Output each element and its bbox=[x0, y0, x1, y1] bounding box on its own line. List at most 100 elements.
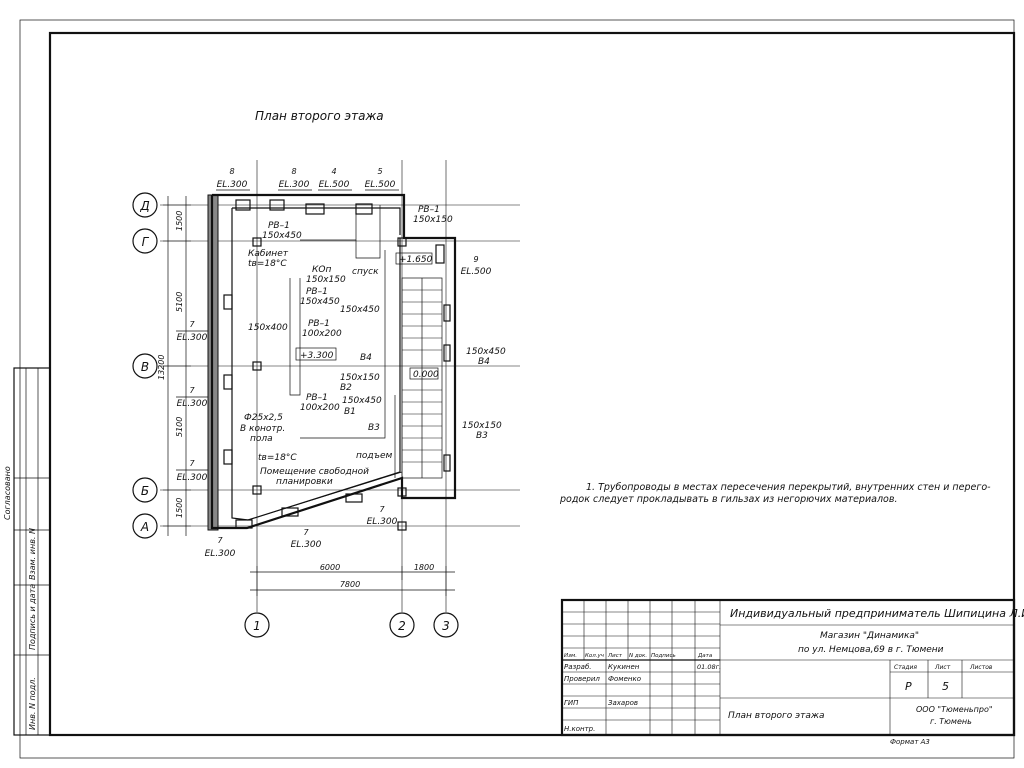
kop-size: 150х150 bbox=[306, 275, 346, 285]
bottom-label-1-num: 7 bbox=[217, 536, 223, 545]
cabinet-label: Кабинет bbox=[248, 249, 289, 259]
row-axis-markers: Д Г В Б А bbox=[132, 192, 158, 539]
building-walls bbox=[207, 193, 457, 531]
tb-col-ndok: N док. bbox=[629, 653, 647, 659]
right-v4-label: В4 bbox=[478, 357, 490, 367]
pipe-label: Ф25х2,5 bbox=[244, 413, 283, 423]
tb-col-kolych: Кол.уч bbox=[585, 653, 605, 659]
dim-left-4: 5100 bbox=[175, 417, 184, 437]
v3-label: В3 bbox=[368, 423, 380, 433]
axis-row-b: Б bbox=[141, 484, 149, 498]
tb-stage: Р bbox=[905, 680, 912, 693]
right-label-num: 9 bbox=[473, 255, 478, 264]
room-name-2: планировки bbox=[276, 477, 333, 487]
tb-object-2: по ул. Немцова,69 в г. Тюмени bbox=[798, 645, 944, 655]
dim-bottom-3: 7800 bbox=[340, 580, 360, 589]
plan-title: План второго этажа bbox=[255, 109, 384, 123]
podpis-data-label: Подпись и дата bbox=[28, 584, 37, 650]
dim-bottom-2: 1800 bbox=[414, 563, 434, 572]
top-label-4-el: EL.500 bbox=[365, 180, 396, 190]
right-label-el: EL.500 bbox=[461, 267, 492, 277]
pv1-a: РВ–1 bbox=[268, 221, 290, 231]
kop-label: КОп bbox=[312, 265, 331, 275]
top-radiator-labels: 8 EL.300 8 EL.300 4 EL.500 5 EL.500 bbox=[216, 167, 399, 191]
right-v4-size: 150х450 bbox=[466, 347, 506, 357]
pv1-b: РВ–1 bbox=[418, 205, 440, 215]
spusk-label: спуск bbox=[352, 267, 379, 277]
pv1-c-size: 150х450 bbox=[300, 297, 340, 307]
top-label-3-num: 4 bbox=[331, 167, 336, 176]
elev-0000: 0.000 bbox=[413, 370, 439, 380]
bottom-label-3-num: 7 bbox=[379, 505, 385, 514]
top-label-4-num: 5 bbox=[377, 167, 382, 176]
left-dimensions: 1500 5100 13200 5100 1500 bbox=[157, 196, 191, 536]
room-name-1: Помещение свободной bbox=[260, 467, 369, 477]
axis-col-3: 3 bbox=[442, 619, 450, 633]
podem-label: подъем bbox=[356, 451, 393, 461]
axis-row-d: Д bbox=[139, 199, 149, 213]
vzam-inv-label: Взам. инв. N bbox=[28, 528, 37, 580]
dim-left-2: 5100 bbox=[175, 292, 184, 312]
pv1-c: РВ–1 bbox=[306, 287, 328, 297]
tb-row4-role: ГИП bbox=[564, 699, 579, 707]
pipe-note-2: пола bbox=[250, 434, 273, 444]
pv1-d: РВ–1 bbox=[308, 319, 330, 329]
size-150x400: 150х400 bbox=[248, 323, 288, 333]
tb-company-1: ООО "Тюменьпро" bbox=[916, 705, 993, 714]
pv1-e: РВ–1 bbox=[306, 393, 328, 403]
axis-col-2: 2 bbox=[398, 619, 406, 633]
inv-podl-label: Инв. N подл. bbox=[28, 677, 37, 730]
axis-row-v: В bbox=[141, 360, 149, 374]
note-line-1: 1. Трубопроводы в местах пересечения пер… bbox=[586, 482, 991, 493]
bottom-label-2-el: EL.300 bbox=[291, 540, 322, 550]
bottom-label-2-num: 7 bbox=[303, 528, 309, 537]
dim-left-5: 1500 bbox=[175, 498, 184, 518]
side-stamp: Согласовано Инв. N подл. Подпись и дата … bbox=[3, 367, 51, 736]
tb-stage-header: Стадия bbox=[894, 664, 917, 671]
v4-label: В4 bbox=[360, 353, 372, 363]
pv1-b-size: 150х150 bbox=[413, 215, 453, 225]
dim-bottom-1: 6000 bbox=[320, 563, 340, 572]
title-block: Индивидуальный предприниматель Шипицина … bbox=[560, 598, 1024, 746]
tb-col-data: Дата bbox=[697, 653, 713, 659]
pv1-d-size: 100х200 bbox=[302, 329, 342, 339]
dim-left-1: 1500 bbox=[175, 211, 184, 231]
top-label-3-el: EL.500 bbox=[319, 180, 350, 190]
tb-col-izm: Изм. bbox=[564, 653, 577, 659]
tb-row1-name: Кукинен bbox=[608, 663, 640, 671]
tb-row2-role: Проверил bbox=[564, 675, 600, 683]
tb-sheets-header: Листов bbox=[969, 664, 993, 671]
tb-row4-name: Захаров bbox=[608, 699, 638, 707]
axis-lines bbox=[160, 160, 520, 612]
v2-label: В2 bbox=[340, 383, 352, 393]
tb-col-list: Лист bbox=[607, 653, 623, 659]
tb-format: Формат А3 bbox=[890, 738, 930, 746]
elev-1650: +1.650 bbox=[399, 255, 433, 265]
tb-row1-date: 01.08г. bbox=[697, 663, 721, 671]
tb-row2-name: Фоменко bbox=[608, 675, 641, 683]
top-label-2-el: EL.300 bbox=[279, 180, 310, 190]
left-label-1-el: EL.300 bbox=[177, 333, 208, 343]
tb-sheet-header: Лист bbox=[934, 664, 951, 671]
tb-sheet: 5 bbox=[942, 680, 949, 693]
pv1-a-size: 150х450 bbox=[262, 231, 302, 241]
right-v3-label: В3 bbox=[476, 431, 488, 441]
tb-sheet-name: План второго этажа bbox=[728, 711, 824, 721]
left-label-2-el: EL.300 bbox=[177, 399, 208, 409]
bottom-dimensions: 6000 1800 7800 bbox=[250, 563, 455, 596]
tb-org: Индивидуальный предприниматель Шипицина … bbox=[730, 607, 1024, 620]
cabinet-temp: tв=18°С bbox=[248, 259, 287, 269]
left-label-3-el: EL.300 bbox=[177, 473, 208, 483]
top-label-1-el: EL.300 bbox=[217, 180, 248, 190]
v1-label: В1 bbox=[344, 407, 356, 417]
left-label-1-num: 7 bbox=[189, 320, 195, 329]
left-label-3-num: 7 bbox=[189, 459, 195, 468]
axis-row-g: Г bbox=[142, 235, 150, 249]
tb-col-podpis: Подпись bbox=[651, 653, 676, 659]
soglasovano-label: Согласовано bbox=[3, 466, 12, 520]
axis-row-a: А bbox=[140, 520, 149, 534]
axis-col-1: 1 bbox=[253, 619, 261, 633]
tb-company-2: г. Тюмень bbox=[930, 717, 972, 726]
tb-row1-role: Разраб. bbox=[564, 663, 592, 671]
